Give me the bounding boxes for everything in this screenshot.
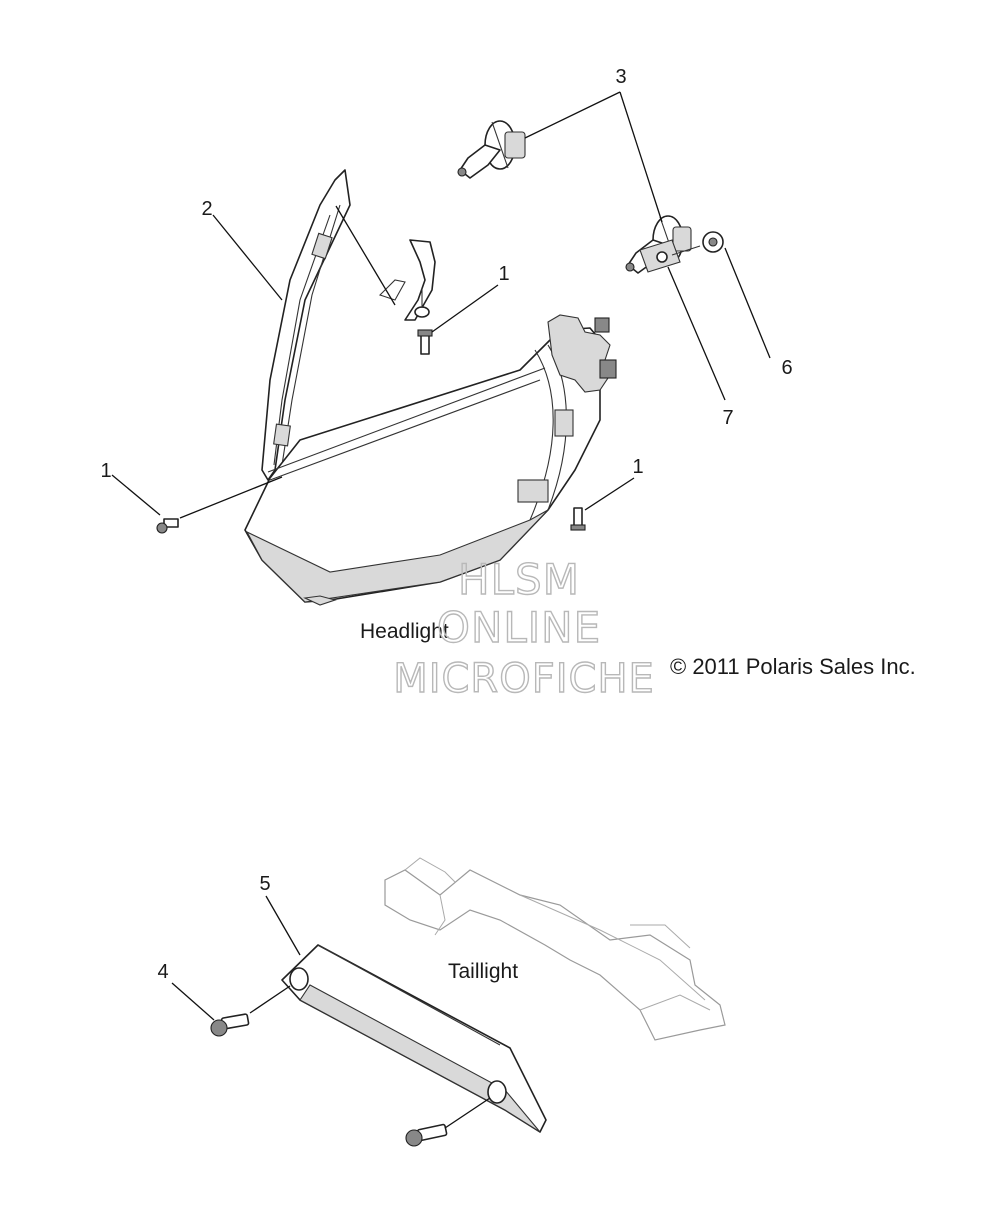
- callout-6: 6: [781, 357, 792, 379]
- callout-4: 4: [157, 961, 168, 983]
- headlight-label: Headlight: [360, 620, 449, 643]
- callout-1-top: 1: [498, 263, 509, 285]
- clip-nut: [639, 239, 701, 273]
- copyright-notice: © 2011 Polaris Sales Inc.: [670, 654, 916, 679]
- watermark: HLSM ONLINE MICROFICHE: [392, 554, 655, 702]
- taillight-leaders: [171, 895, 491, 1129]
- callout-1-left: 1: [100, 460, 111, 482]
- hex-nut: [702, 231, 724, 253]
- screw-1-top: [417, 329, 433, 355]
- watermark-line-3: MICROFICHE: [393, 656, 655, 702]
- taillight-label: Taillight: [448, 960, 518, 983]
- tail-frame: [384, 869, 726, 1041]
- watermark-line-1: HLSM: [458, 555, 580, 604]
- headlight-bulb-upper: [457, 120, 526, 179]
- small-grommet: [414, 288, 430, 318]
- screw-4-upper: [210, 1013, 250, 1037]
- watermark-line-2: ONLINE: [437, 603, 601, 652]
- callout-5: 5: [259, 873, 270, 895]
- callout-2: 2: [201, 198, 212, 220]
- taillight-assembly: [210, 857, 726, 1147]
- callout-3: 3: [615, 66, 626, 88]
- callout-7: 7: [722, 407, 733, 429]
- screw-1-right: [570, 507, 586, 531]
- callout-1-right: 1: [632, 456, 643, 478]
- headlight-assembly: [156, 120, 724, 606]
- headlight-leaders: [111, 91, 771, 519]
- screw-1-left: [156, 518, 179, 534]
- screw-4-lower: [405, 1123, 448, 1147]
